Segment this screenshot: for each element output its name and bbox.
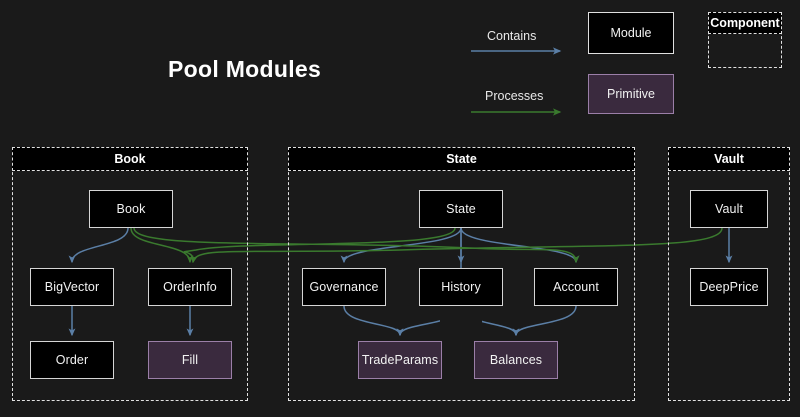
node-deepprice[interactable]: DeepPrice	[690, 268, 768, 306]
edge-account-balances	[512, 305, 577, 337]
node-fill[interactable]: Fill	[148, 341, 232, 379]
node-vault[interactable]: Vault	[690, 190, 768, 228]
legend-primitive-box: Primitive	[588, 74, 674, 114]
node-account[interactable]: Account	[534, 268, 618, 306]
legend-processes-arrow	[471, 108, 562, 116]
cluster-label-vault: Vault	[668, 147, 790, 171]
legend-contains-label: Contains	[487, 29, 537, 43]
edge-book-account	[133, 227, 580, 264]
node-history[interactable]: History	[419, 268, 503, 306]
node-bigvector[interactable]: BigVector	[30, 268, 114, 306]
edge-book-orderinfo	[130, 227, 194, 264]
legend-component-label: Component	[708, 12, 782, 34]
legend-processes-label: Processes	[485, 89, 544, 103]
edge-book-bigvector	[68, 227, 129, 264]
edge-state-orderinfo	[183, 227, 456, 264]
edge-mask	[440, 300, 482, 344]
node-book[interactable]: Book	[89, 190, 173, 228]
page-title: Pool Modules	[168, 56, 322, 82]
legend-contains-arrow	[471, 47, 562, 55]
node-orderinfo[interactable]: OrderInfo	[148, 268, 232, 306]
node-governance[interactable]: Governance	[302, 268, 386, 306]
node-order[interactable]: Order	[30, 341, 114, 379]
node-balances[interactable]: Balances	[474, 341, 558, 379]
edge-vault-orderinfo	[190, 227, 723, 264]
node-state[interactable]: State	[419, 190, 503, 228]
edges-processes	[130, 227, 723, 264]
legend-module-box: Module	[588, 12, 674, 54]
cluster-label-book: Book	[12, 147, 248, 171]
node-tradeparams[interactable]: TradeParams	[358, 341, 442, 379]
edge-state-account	[460, 227, 580, 264]
cluster-label-state: State	[288, 147, 635, 171]
